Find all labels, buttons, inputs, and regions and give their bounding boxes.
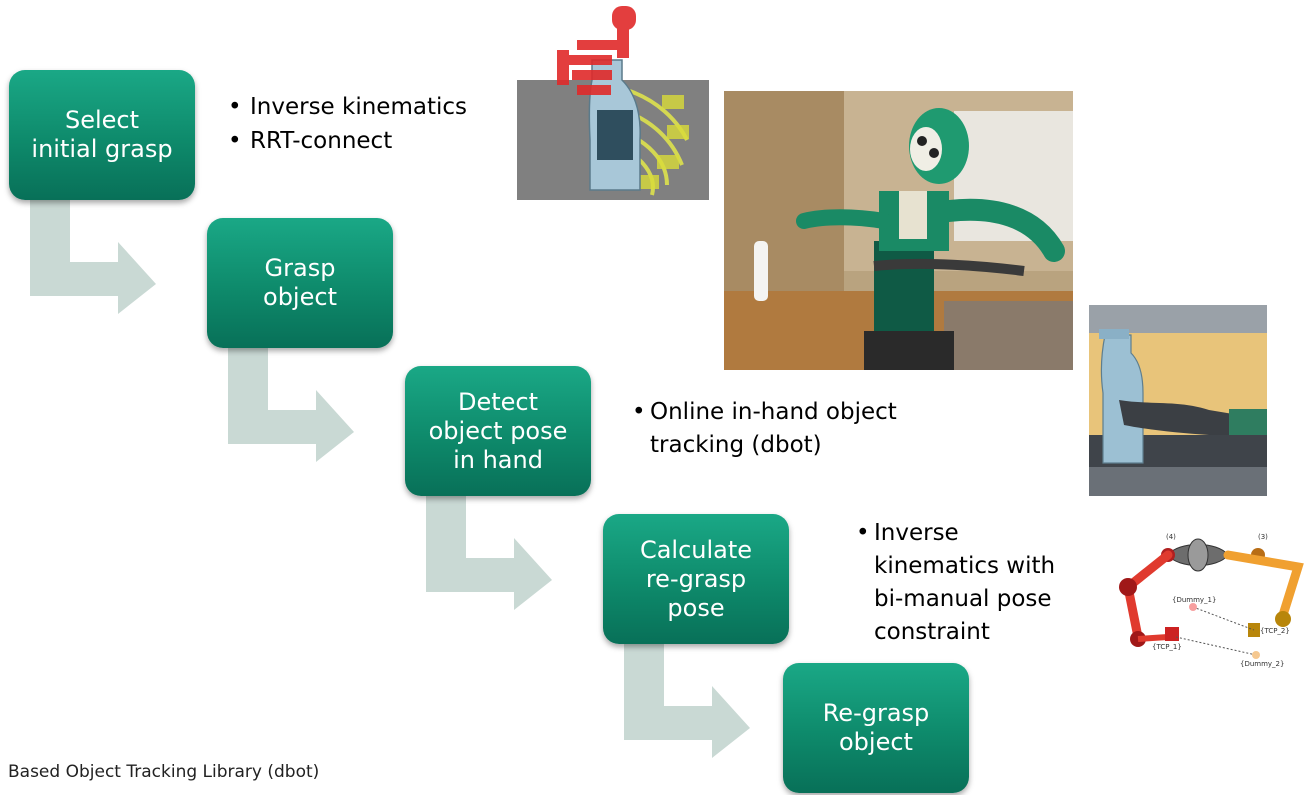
step4-bullets: Inverse kinematics with bi-manual pose c…	[856, 517, 1055, 649]
bullet-item: Inverse kinematics	[228, 90, 467, 124]
step-label: Grasp object	[263, 254, 337, 311]
step1-bullets: Inverse kinematics RRT-connect	[228, 90, 467, 158]
robot-photo	[724, 91, 1073, 370]
bullet-item: Inverse kinematics with bi-manual pose c…	[856, 517, 1055, 649]
tcp2-label: {TCP_2}	[1260, 627, 1290, 635]
joint-right-label: (3)	[1258, 533, 1268, 541]
step-regrasp-object: Re-grasp object	[783, 663, 969, 793]
step-calculate-regrasp-pose: Calculate re-grasp pose	[603, 514, 789, 644]
step3-bullets: Online in-hand object tracking (dbot)	[632, 396, 897, 462]
tcp1-label: {TCP_1}	[1152, 643, 1182, 651]
step-label: Calculate re-grasp pose	[639, 535, 753, 622]
joint-left-label: (4)	[1166, 533, 1176, 541]
step-detect-object-pose: Detect object pose in hand	[405, 366, 591, 496]
footer-caption: Based Object Tracking Library (dbot)	[8, 762, 320, 782]
step-label: Re-grasp object	[822, 699, 930, 756]
step-select-initial-grasp: Select initial grasp	[9, 70, 195, 200]
flow-arrow-3	[426, 496, 552, 610]
flow-arrow-1	[30, 200, 156, 314]
bullet-item: RRT-connect	[228, 124, 467, 158]
bimanual-kinematics-diagram: (4) (3) {Dummy_1} {TCP_2} {TCP_1} {Dummy…	[1108, 527, 1304, 669]
step-label: Detect object pose in hand	[428, 387, 568, 474]
flow-arrow-4	[624, 644, 750, 758]
dummy2-label: {Dummy_2}	[1240, 660, 1284, 668]
flow-arrow-2	[228, 348, 354, 462]
dummy1-label: {Dummy_1}	[1172, 596, 1216, 604]
in-hand-tracking-image	[1089, 305, 1267, 496]
step-grasp-object: Grasp object	[207, 218, 393, 348]
step-label: Select initial grasp	[31, 106, 173, 163]
rrt-planning-image	[517, 0, 709, 200]
bullet-item: Online in-hand object tracking (dbot)	[632, 396, 897, 462]
